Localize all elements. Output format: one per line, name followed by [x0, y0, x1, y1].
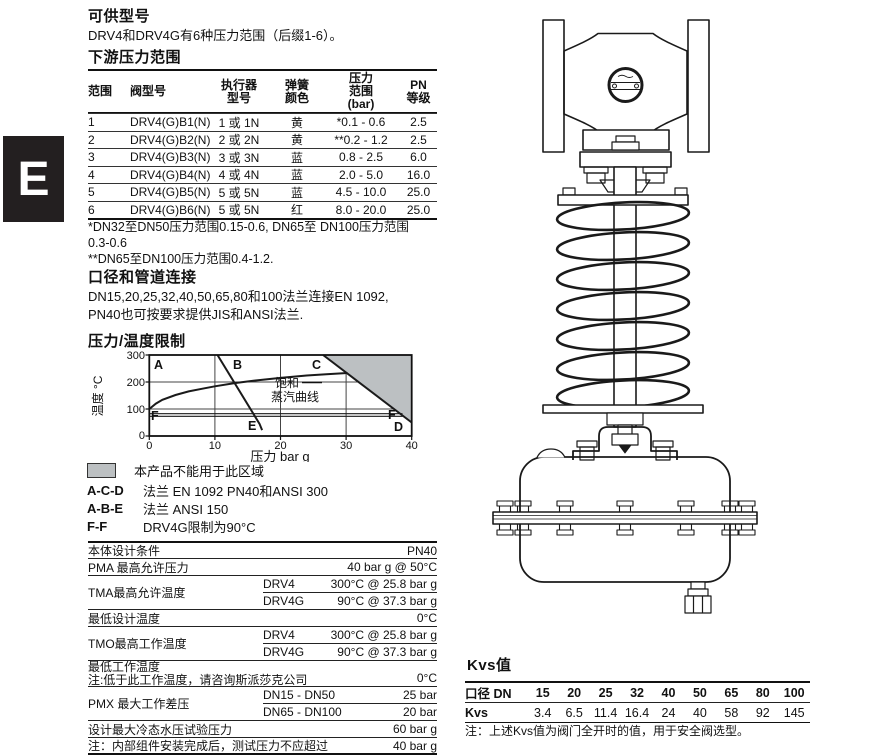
xtick-30: 30	[340, 440, 352, 452]
row-hydraulic-test: 设计最大冷态水压试验压力 60 bar g	[88, 720, 437, 737]
inlet-flange	[542, 19, 565, 153]
point-label-b: B	[233, 358, 242, 372]
col-header-actuator: 执行器 型号	[220, 77, 257, 105]
flange-bolts	[496, 500, 756, 536]
kvs-values-row: Kvs 3.4 6.5 11.4 16.4 24 40 58 92 145	[465, 705, 805, 720]
downstream-range-title: 下游压力范围	[88, 49, 182, 66]
pt-limits-title: 压力/温度限制	[88, 333, 186, 350]
series-saturated-steam-curve	[148, 372, 348, 410]
legend-entry-acd: A-C-D 法兰 EN 1092 PN40和ANSI 300	[87, 482, 328, 499]
xtick-0: 0	[146, 440, 152, 452]
kvs-note: 注：上述Kvs值为阀门全开时的值，用于安全阀选型。	[465, 724, 750, 738]
pipe-connections-title: 口径和管道连接	[88, 269, 197, 286]
drain-fitting	[684, 581, 712, 614]
design-conditions-table: 本体设计条件 PN40 PMA 最高允许压力 40 bar g @ 50°C T…	[88, 541, 437, 755]
forbidden-region-swatch	[87, 462, 116, 478]
forbidden-region-label: 本产品不能用于此区域	[134, 463, 265, 479]
chart-series	[148, 354, 413, 431]
available-models-title: 可供型号	[88, 8, 151, 25]
chart-labels: 300 200 100 0 0 10 20 30 40 压力 bar g 温度 …	[90, 350, 418, 462]
valve-stem	[613, 166, 637, 428]
pipe-connections-body: DN15,20,25,32,40,50,65,80和100法兰连接EN 1092…	[88, 289, 389, 322]
point-label-f-right: F	[388, 408, 396, 422]
col-header-range: 范围	[88, 84, 113, 98]
row-body-design: 本体设计条件 PN40	[88, 543, 437, 559]
point-label-a: A	[154, 358, 163, 372]
point-label-d: D	[394, 420, 403, 434]
spring-top-plate	[557, 187, 689, 206]
col-header-pn: PN 等级	[406, 77, 431, 105]
available-models-body: DRV4和DRV4G有6种压力范围（后缀1-6）。	[88, 28, 343, 43]
series-ansi150-limit	[216, 354, 264, 431]
footnote-2: **DN65至DN100压力范围0.4-1.2.	[88, 252, 274, 266]
xtick-20: 20	[274, 440, 286, 452]
point-label-e: E	[248, 419, 256, 433]
row-test-note: 注：内部组件安装完成后，测试压力不应超过 40 bar g	[88, 737, 437, 753]
nameplate	[607, 67, 644, 103]
footnotes: *DN32至DN50压力范围0.15-0.6, DN65至 DN100压力范围 …	[88, 219, 444, 267]
col-header-valve-model: 阀型号	[130, 84, 167, 98]
ytick-0: 0	[139, 430, 145, 442]
footnote-1: *DN32至DN50压力范围0.15-0.6, DN65至 DN100压力范围 …	[88, 220, 409, 250]
ytick-200: 200	[127, 377, 145, 389]
point-label-c: C	[312, 358, 321, 372]
col-header-spring-color: 弹簧 颜色	[284, 77, 309, 105]
diaphragm-flange	[492, 511, 758, 525]
col-header-pressure-range: 压力 范围 (bar)	[347, 71, 375, 111]
spring-bottom-plate	[542, 404, 704, 437]
kvs-title: Kvs值	[467, 657, 512, 674]
nameplate-logo-mark	[617, 74, 634, 78]
section-tab-e: E	[3, 136, 64, 222]
annotation-saturated: 饱和	[275, 375, 299, 390]
ytick-100: 100	[127, 404, 145, 416]
chart-legend: 本产品不能用于此区域 A-C-D 法兰 EN 1092 PN40和ANSI 30…	[87, 462, 439, 535]
valve-technical-drawing	[492, 19, 758, 614]
pressure-temperature-chart: 300 200 100 0 0 10 20 30 40 压力 bar g 温度 …	[90, 350, 418, 462]
legend-entry-ff: F-F DRV4G限制为90°C	[87, 518, 256, 535]
axis-ticks	[145, 354, 413, 440]
kvs-header-row: 口径 DN 15 20 25 32 40 50 65 80 100	[465, 683, 810, 703]
xtick-10: 10	[209, 440, 221, 452]
legend-forbidden-row: 本产品不能用于此区域	[87, 462, 439, 479]
kvs-dn-label: 口径 DN	[465, 687, 512, 701]
y-axis-title: 温度 °C	[90, 375, 105, 416]
table-header-row: 范围 阀型号 执行器 型号 弹簧 颜色 压力 范围 (bar) PN 等级	[88, 71, 437, 113]
series-pn40-ansi300-limit	[322, 354, 413, 424]
row-min-design-temp: 最低设计温度 0°C	[88, 609, 437, 626]
yoke-bracket	[572, 426, 678, 461]
outlet-flange	[687, 19, 710, 153]
ytick-300: 300	[127, 350, 145, 362]
xtick-40: 40	[406, 440, 418, 452]
control-spring	[555, 200, 691, 410]
x-axis-title: 压力 bar g	[250, 449, 309, 462]
bonnet	[582, 129, 670, 151]
valve-body	[563, 32, 688, 132]
row-min-operating-temp: 最低工作温度 注:低于此工作温度，请咨询斯派莎克公司 0°C	[88, 660, 437, 687]
row-pma: PMA 最高允许压力 40 bar g @ 50°C	[88, 558, 437, 575]
kvs-row-label: Kvs	[465, 705, 488, 720]
kvs-table: 口径 DN 15 20 25 32 40 50 65 80 100 Kvs 3.…	[465, 681, 810, 723]
point-label-f-left: F	[151, 409, 159, 423]
legend-entry-abe: A-B-E 法兰 ANSI 150	[87, 500, 229, 517]
annotation-steam-curve: 蒸汽曲线	[271, 389, 319, 404]
